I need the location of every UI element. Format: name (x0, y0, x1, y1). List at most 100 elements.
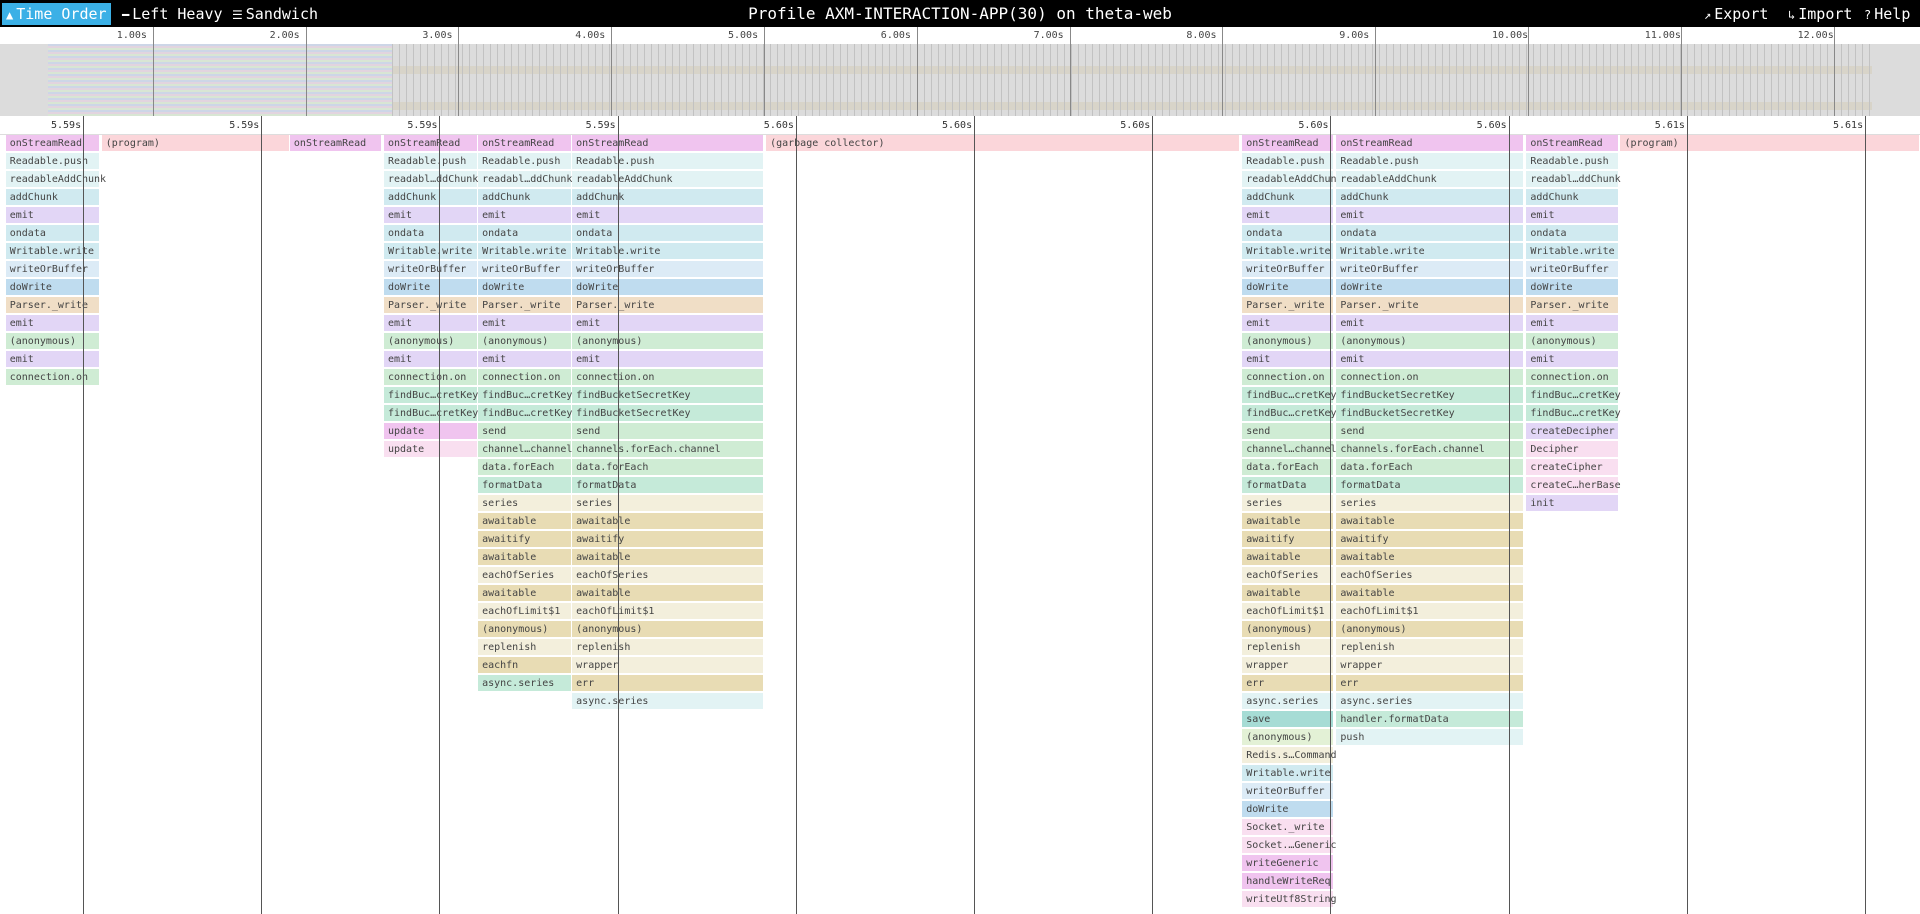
flame-frame[interactable]: Socket.…Generic (1242, 837, 1337, 854)
flame-frame[interactable]: awaitable (572, 549, 765, 566)
flame-frame[interactable]: Parser._write (1526, 297, 1619, 314)
flame-frame[interactable]: writeOrBuffer (1242, 261, 1335, 278)
flame-frame[interactable]: emit (572, 207, 765, 224)
flame-frame[interactable]: emit (572, 351, 765, 368)
flame-frame[interactable]: doWrite (478, 279, 573, 296)
flame-frame[interactable]: (anonymous) (572, 333, 765, 350)
flame-frame[interactable]: eachfn (478, 657, 573, 674)
flame-frame[interactable]: channel…channel (1242, 441, 1337, 458)
flame-frame[interactable]: (garbage collector) (766, 135, 1241, 152)
flame-frame[interactable]: (anonymous) (1242, 333, 1335, 350)
flame-frame[interactable]: send (572, 423, 765, 440)
flame-frame[interactable]: findBucketSecretKey (572, 405, 765, 422)
flame-frame[interactable]: findBucketSecretKey (572, 387, 765, 404)
flame-frame[interactable]: (anonymous) (1242, 621, 1335, 638)
flame-frame[interactable]: awaitable (478, 585, 573, 602)
flame-frame[interactable]: writeOrBuffer (1242, 783, 1335, 800)
flame-frame[interactable]: emit (1336, 351, 1525, 368)
flame-frame[interactable]: doWrite (1242, 801, 1335, 818)
flame-frame[interactable]: send (1336, 423, 1525, 440)
flame-frame[interactable]: awaitable (1336, 513, 1525, 530)
flame-frame[interactable]: addChunk (478, 189, 573, 206)
flame-frame[interactable]: (anonymous) (1242, 729, 1335, 746)
flame-frame[interactable]: findBuc…cretKey (1242, 387, 1337, 404)
flame-frame[interactable]: connection.on (478, 369, 573, 386)
flame-frame[interactable]: createC…herBase (1526, 477, 1621, 494)
flame-frame[interactable]: emit (1242, 207, 1335, 224)
flame-frame[interactable]: awaitable (1242, 513, 1335, 530)
flame-frame[interactable]: findBuc…cretKey (478, 387, 572, 404)
flame-frame[interactable]: awaitify (572, 531, 765, 548)
flame-frame[interactable]: send (478, 423, 573, 440)
flame-frame[interactable]: emit (384, 315, 479, 332)
flame-frame[interactable]: awaitify (1242, 531, 1335, 548)
flame-frame[interactable]: data.forEach (1336, 459, 1525, 476)
flame-frame[interactable]: emit (384, 351, 479, 368)
flame-frame[interactable]: findBuc…cretKey (478, 405, 572, 422)
flame-frame[interactable]: (anonymous) (478, 621, 573, 638)
flame-frame[interactable]: readableAddChunk (1336, 171, 1525, 188)
flame-frame[interactable]: awaitable (1336, 549, 1525, 566)
flame-frame[interactable]: Readable.push (572, 153, 765, 170)
flame-frame[interactable]: emit (1242, 315, 1335, 332)
flame-frame[interactable]: formatData (1336, 477, 1525, 494)
flame-frame[interactable]: Readable.push (5, 153, 100, 170)
flame-frame[interactable]: findBuc…cretKey (384, 387, 478, 404)
flame-frame[interactable]: ondata (1526, 225, 1619, 242)
flame-frame[interactable]: handleWriteReq (1242, 873, 1335, 890)
flame-frame[interactable]: async.series (1336, 693, 1525, 710)
flame-frame[interactable]: writeOrBuffer (1336, 261, 1525, 278)
flame-frame[interactable]: Writable.write (5, 243, 100, 260)
flame-frame[interactable]: formatData (572, 477, 765, 494)
flame-frame[interactable]: Redis.s…Command (1242, 747, 1337, 764)
flame-frame[interactable]: writeOrBuffer (5, 261, 100, 278)
flame-frame[interactable]: update (384, 423, 479, 440)
flame-frame[interactable]: Writable.write (478, 243, 573, 260)
flame-frame[interactable]: addChunk (572, 189, 765, 206)
flame-frame[interactable]: onStreamRead (1242, 135, 1335, 152)
flame-frame[interactable]: emit (572, 315, 765, 332)
flame-frame[interactable]: Writable.write (1336, 243, 1525, 260)
flame-frame[interactable]: emit (5, 315, 100, 332)
flame-frame[interactable]: awaitable (1242, 585, 1335, 602)
left-heavy-button[interactable]: ━Left Heavy (118, 3, 227, 25)
flame-frame[interactable]: findBucketSecretKey (1336, 387, 1525, 404)
flame-frame[interactable]: (anonymous) (384, 333, 479, 350)
flame-frame[interactable]: onStreamRead (478, 135, 573, 152)
sandwich-button[interactable]: ☰Sandwich (228, 3, 322, 25)
time-order-button[interactable]: ▲Time Order (2, 3, 111, 25)
flame-frame[interactable]: replenish (1336, 639, 1525, 656)
flame-frame[interactable]: Readable.push (1242, 153, 1335, 170)
flame-frame[interactable]: (program) (1620, 135, 1920, 152)
flame-frame[interactable]: writeOrBuffer (572, 261, 765, 278)
flame-frame[interactable]: findBuc…cretKey (1526, 405, 1621, 422)
flame-frame[interactable]: connection.on (1336, 369, 1525, 386)
flame-frame[interactable]: onStreamRead (384, 135, 479, 152)
flame-frame[interactable]: Readable.push (1526, 153, 1619, 170)
flame-frame[interactable]: findBuc…cretKey (1526, 387, 1621, 404)
flame-frame[interactable]: emit (384, 207, 479, 224)
flame-frame[interactable]: doWrite (384, 279, 479, 296)
flame-frame[interactable]: Writable.write (384, 243, 479, 260)
flame-frame[interactable]: Decipher (1526, 441, 1619, 458)
flame-frame[interactable]: series (478, 495, 573, 512)
flame-frame[interactable]: replenish (1242, 639, 1335, 656)
flame-frame[interactable]: series (572, 495, 765, 512)
flame-frame[interactable]: replenish (572, 639, 765, 656)
flame-frame[interactable]: awaitify (478, 531, 573, 548)
flame-frame[interactable]: emit (5, 207, 100, 224)
flame-frame[interactable]: awaitable (478, 513, 573, 530)
flame-frame[interactable]: awaitable (1242, 549, 1335, 566)
flame-frame[interactable]: doWrite (5, 279, 100, 296)
flame-frame[interactable]: addChunk (384, 189, 479, 206)
flame-frame[interactable]: onStreamRead (289, 135, 383, 152)
flame-frame[interactable]: ondata (384, 225, 479, 242)
flame-frame[interactable]: Writable.write (1242, 765, 1335, 782)
flame-frame[interactable]: Writable.write (572, 243, 765, 260)
flame-frame[interactable]: async.series (1242, 693, 1335, 710)
flame-frame[interactable]: connection.on (1526, 369, 1619, 386)
flame-frame[interactable]: createDecipher (1526, 423, 1619, 440)
flame-frame[interactable]: eachOfSeries (572, 567, 765, 584)
flame-frame[interactable]: (anonymous) (1336, 621, 1525, 638)
